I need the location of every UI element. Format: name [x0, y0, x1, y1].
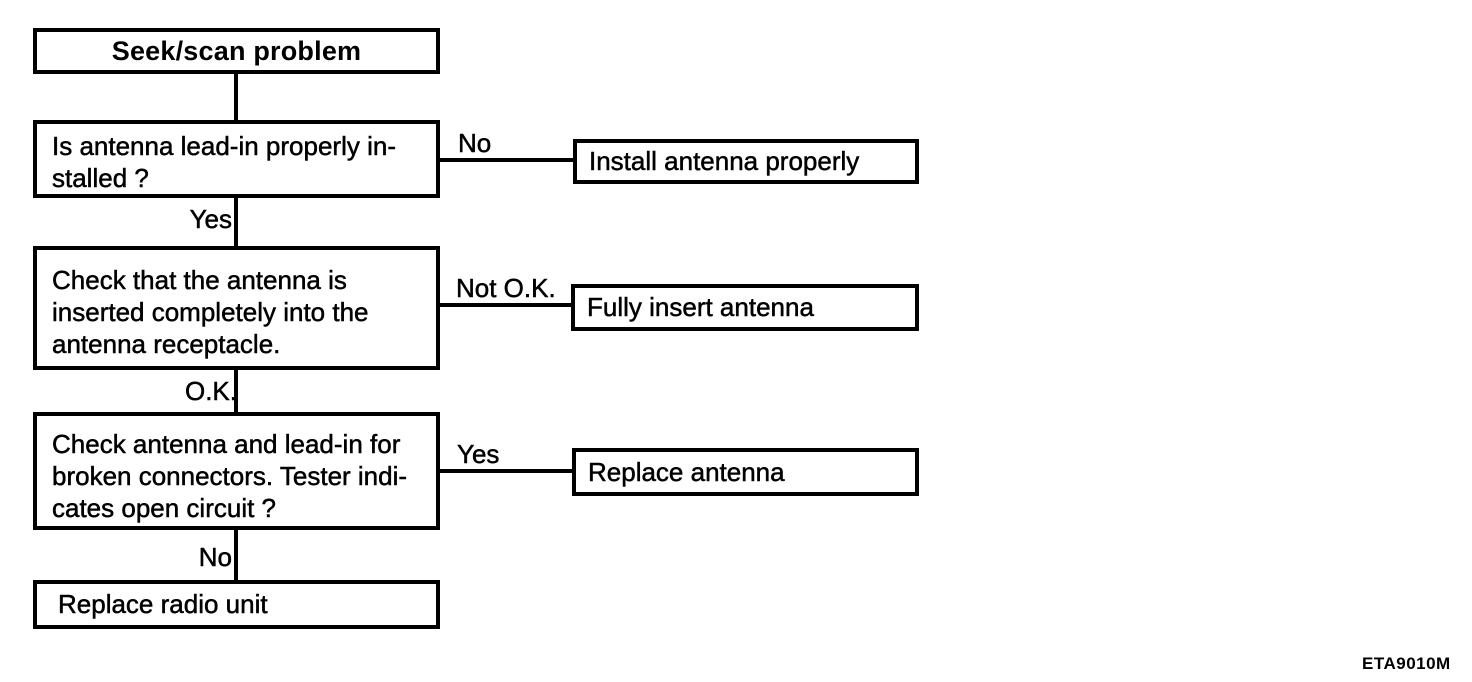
connector-branch-2: [440, 303, 571, 307]
start-box: Seek/scan problem: [33, 28, 440, 74]
decision-box-broken-connectors: Check antenna and lead-in for broken con…: [33, 412, 440, 530]
action-label: Replace antenna: [588, 456, 785, 487]
action-box-replace-antenna: Replace antenna: [572, 448, 919, 496]
action-label: Install antenna properly: [589, 146, 860, 177]
connector-down-2: [234, 370, 238, 412]
decision-line: Check that the antenna is: [52, 265, 347, 296]
branch-label-yes: Yes: [457, 439, 500, 469]
final-action-label: Replace radio unit: [58, 589, 268, 620]
decision-line: Is antenna lead-in properly in-: [52, 131, 396, 162]
connector-branch-3: [440, 469, 572, 473]
decision-line: cates open circuit ?: [52, 493, 277, 524]
action-box-fully-insert-antenna: Fully insert antenna: [571, 284, 919, 331]
down-label-no: No: [198, 542, 233, 572]
final-box-replace-radio-unit: Replace radio unit: [33, 580, 440, 629]
down-label-yes: Yes: [189, 204, 232, 234]
start-box-label: Seek/scan problem: [111, 35, 362, 66]
down-label-ok: O.K.: [184, 376, 238, 406]
figure-code: ETA9010M: [1362, 654, 1451, 673]
decision-box-antenna-inserted: Check that the antenna is inserted compl…: [33, 246, 440, 370]
branch-label-no-1: No: [458, 128, 492, 158]
connector-branch-1: [440, 158, 574, 162]
decision-box-antenna-leadin-installed: Is antenna lead-in properly in- stalled …: [33, 120, 440, 198]
action-box-install-antenna: Install antenna properly: [573, 139, 919, 184]
connector-down-1: [234, 198, 238, 246]
branch-label-not-ok: Not O.K.: [456, 273, 556, 303]
decision-line: Check antenna and lead-in for: [52, 429, 401, 460]
action-label: Fully insert antenna: [587, 292, 814, 323]
decision-line: broken connectors. Tester indi-: [52, 461, 408, 492]
connector-down-3: [234, 530, 238, 580]
decision-line: antenna receptacle.: [52, 329, 281, 360]
decision-line: inserted completely into the: [52, 297, 369, 328]
connector-down-0: [234, 74, 238, 120]
decision-line: stalled ?: [52, 163, 149, 194]
